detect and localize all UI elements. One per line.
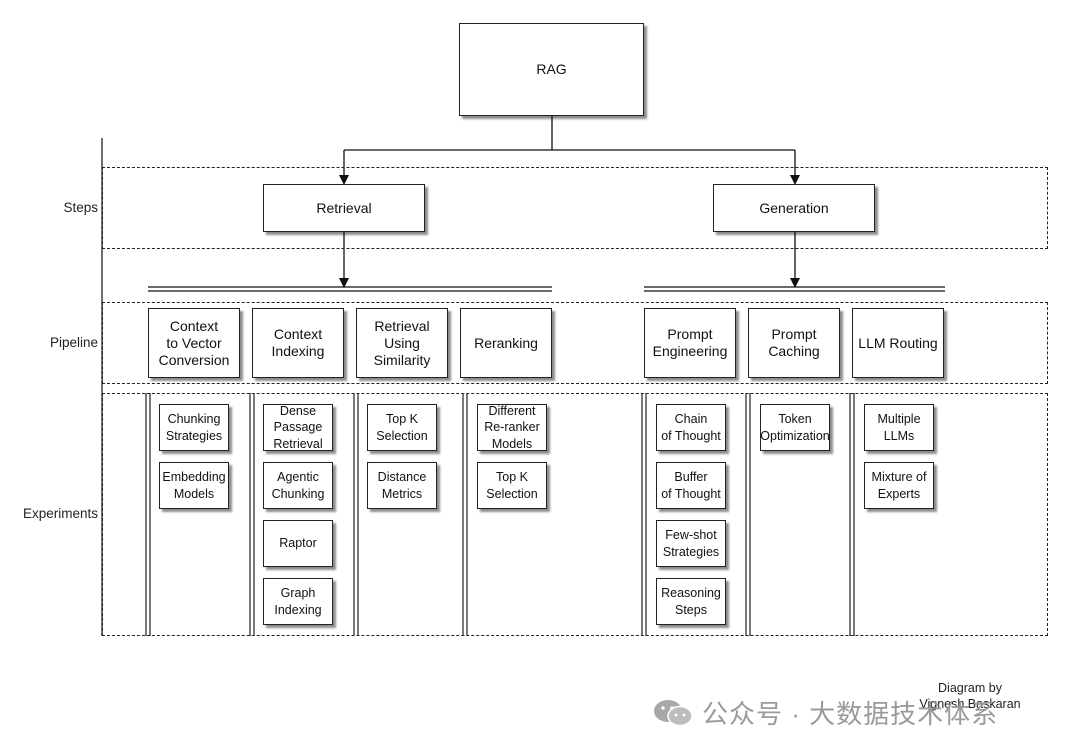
experiment-label: Top K Selection [376,412,428,443]
experiment-label: Buffer of Thought [661,470,721,501]
pipeline-node-reranking: Reranking [460,308,552,378]
experiment-token-optimization: Token Optimization [760,404,830,451]
experiment-multiple-llms: Multiple LLMs [864,404,934,451]
pipeline-node-label: Context Indexing [271,326,325,359]
experiment-label: Reasoning Steps [661,586,721,617]
diagram-credit: Diagram by Vignesh Baskaran [900,680,1040,712]
pipeline-node-label: Context to Vector Conversion [158,317,230,368]
pipeline-node-prompt-engineering: Prompt Engineering [644,308,736,378]
wechat-icon [654,699,693,726]
root-node-rag: RAG [459,23,644,116]
credit-text: Diagram by Vignesh Baskaran [919,681,1021,711]
experiment-top-k-selection: Top K Selection [367,404,437,451]
experiment-mixture-of-experts: Mixture of Experts [864,462,934,509]
experiment-agentic-chunking: Agentic Chunking [263,462,333,509]
experiment-reasoning-steps: Reasoning Steps [656,578,726,625]
pipeline-node-context-indexing: Context Indexing [252,308,344,378]
pipeline-node-label: Prompt Engineering [652,326,728,359]
experiment-label: Multiple LLMs [877,412,921,443]
experiment-few-shot-strategies: Few-shot Strategies [656,520,726,567]
column-dividers [145,393,855,636]
experiment-label: Dense Passage Retrieval [273,403,323,451]
pipeline-node-label: Prompt Caching [768,326,820,359]
experiment-label: Mixture of Experts [871,470,927,501]
watermark: 公众号 · 大数据技术体系 [652,694,998,731]
experiment-label: Chunking Strategies [165,412,223,443]
steps-band [102,167,1048,249]
pipeline-node-label: Retrieval Using Similarity [373,317,431,368]
experiment-label: Graph Indexing [274,586,322,617]
experiment-different-reranker-models: Different Re-ranker Models [477,404,547,451]
experiment-label: Embedding Models [162,470,226,501]
experiment-label: Raptor [279,536,317,551]
step-node-generation: Generation [713,184,875,232]
pipeline-node-llm-routing: LLM Routing [852,308,944,378]
experiment-raptor: Raptor [263,520,333,567]
experiment-graph-indexing: Graph Indexing [263,578,333,625]
pipeline-node-prompt-caching: Prompt Caching [748,308,840,378]
root-node-label: RAG [536,61,567,77]
experiment-label: Top K Selection [486,470,538,501]
step-node-label: Retrieval [316,199,372,216]
watermark-text: 公众号 · 大数据技术体系 [702,699,999,729]
pipeline-node-retrieval-similarity: Retrieval Using Similarity [356,308,448,378]
experiment-label: Distance Metrics [377,470,427,501]
experiment-label: Chain of Thought [661,412,721,443]
experiment-reranking-top-k-selection: Top K Selection [477,462,547,509]
experiment-embedding-models: Embedding Models [159,462,229,509]
experiment-dense-passage-retrieval: Dense Passage Retrieval [263,404,333,451]
pipeline-band [102,302,1048,384]
experiment-label: Different Re-ranker Models [484,403,540,451]
step-node-label: Generation [759,199,829,216]
experiments-band [102,393,1048,636]
experiment-label: Few-shot Strategies [662,528,720,559]
row-label-steps: Steps [63,200,98,215]
row-label-pipeline: Pipeline [49,335,98,350]
experiment-label: Token Optimization [760,412,830,443]
pipeline-node-context-to-vector: Context to Vector Conversion [148,308,240,378]
step-node-retrieval: Retrieval [263,184,425,232]
experiment-chunking-strategies: Chunking Strategies [159,404,229,451]
experiment-distance-metrics: Distance Metrics [367,462,437,509]
row-label-experiments: Experiments [22,506,98,521]
pipeline-node-label: LLM Routing [858,334,938,351]
experiment-chain-of-thought: Chain of Thought [656,404,726,451]
experiment-label: Agentic Chunking [271,470,325,501]
experiment-buffer-of-thought: Buffer of Thought [656,462,726,509]
pipeline-node-label: Reranking [474,334,538,351]
